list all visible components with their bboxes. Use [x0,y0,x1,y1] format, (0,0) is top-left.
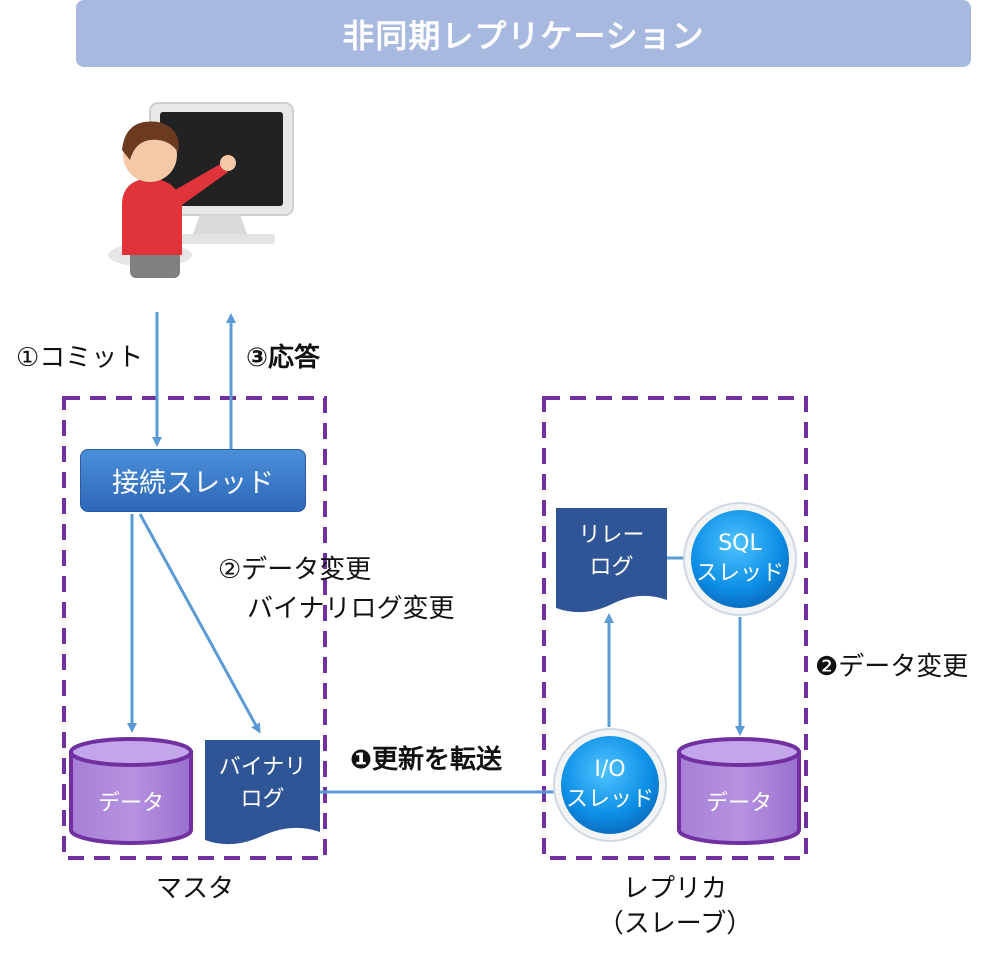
sql-line1: SQL [718,531,762,557]
master-data-label: データ [97,791,164,816]
master-boundary [62,396,327,860]
response-label: ③応答 [246,343,321,373]
replica-caption-line1: レプリカ [622,874,727,904]
replica-data-change-label: ❷データ変更 [815,652,969,682]
page-title: 非同期レプリケーション [342,16,705,55]
master-caption: マスタ [155,874,234,904]
connection-thread-label: 接続スレッド [112,468,274,499]
sql-thread-circle-icon [683,502,797,616]
master-data-cylinder-icon [69,737,193,845]
binlog-text: バイナリ ログ [205,746,320,822]
relay-line2: ログ [589,555,634,580]
replica-data-label: データ [705,791,772,816]
transfer-label: ❶更新を転送 [350,745,503,775]
replica-caption-line2: （スレーブ） [597,909,753,940]
replica-caption: レプリカ （スレーブ） [575,872,775,942]
binlog-document-icon [205,740,320,845]
connection-thread-box: 接続スレッド [80,449,306,512]
sql-thread-text: SQL スレッド [691,520,789,598]
io-line2: スレッド [565,787,654,812]
user-at-monitor-icon [108,102,294,278]
thread-to-binlog-arrow [138,513,261,734]
sql-line2: スレッド [695,561,784,586]
replica-data-cylinder-icon [677,737,801,845]
commit-label: ①コミット [16,343,144,373]
binlog-line2: ログ [240,787,285,812]
title-banner: 非同期レプリケーション [76,0,971,67]
io-line1: I/O [594,757,626,783]
binlog-line1: バイナリ [218,755,307,781]
person-icon [108,121,236,278]
binlog-change-label: バイナリログ変更 [247,594,455,624]
io-thread-circle-icon [553,728,667,842]
replica-boundary [542,396,808,860]
relay-line1: リレー [578,523,645,549]
io-thread-text: I/O スレッド [561,746,659,824]
relay-log-document-icon [556,508,667,613]
data-change-label: ②データ変更 [218,555,372,585]
relay-log-text: リレー ログ [556,514,667,590]
